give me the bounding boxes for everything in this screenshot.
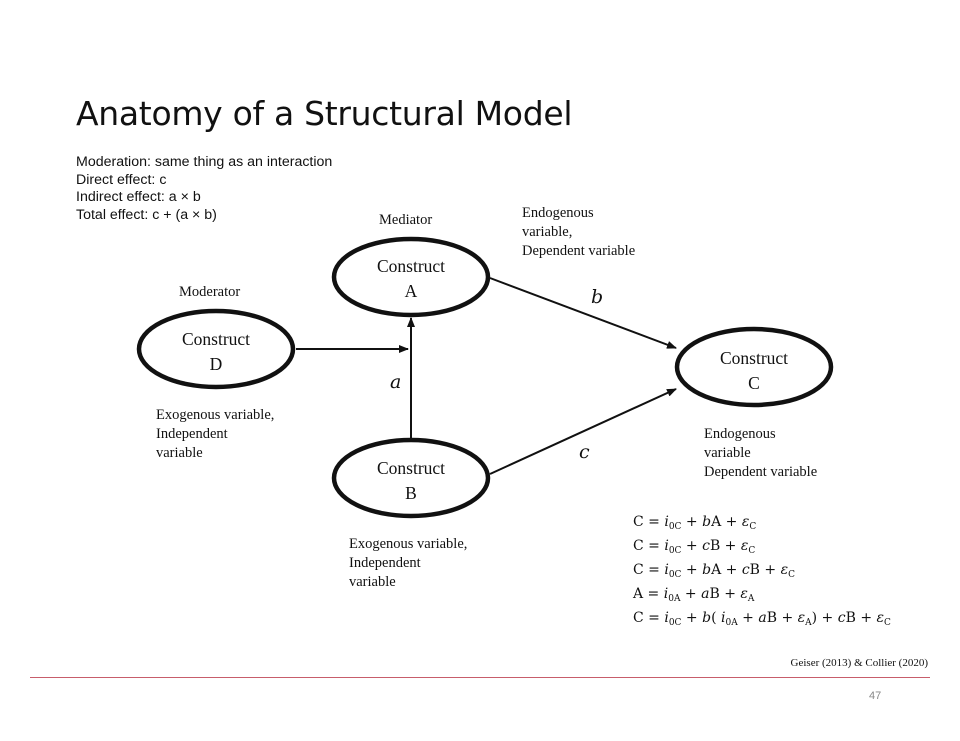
endogenous-c-label: Endogenous variable Dependent variable xyxy=(704,425,817,482)
equation-4: A = i0A + aB + εA xyxy=(633,586,755,604)
construct-c-node: Construct C xyxy=(674,326,834,408)
construct-a-node: Construct A xyxy=(331,236,491,318)
edge-label-c: c xyxy=(579,441,590,463)
exogenous-d-label: Exogenous variable, Independent variable xyxy=(156,406,274,463)
construct-b-line2: B xyxy=(405,483,417,503)
exogenous-b-line1: Exogenous variable, xyxy=(349,536,468,552)
footer-divider xyxy=(30,677,930,678)
equation-3: C = i0C + bA + cB + εC xyxy=(633,562,795,580)
note-total-effect: Total effect: c + (a × b) xyxy=(76,206,217,223)
equation-1: C = i0C + bA + εC xyxy=(633,514,757,532)
note-moderation: Moderation: same thing as an interaction xyxy=(76,154,333,170)
endogenous-top-line1: Endogenous xyxy=(522,205,594,221)
construct-b-line1: Construct xyxy=(377,458,445,478)
construct-a-line1: Construct xyxy=(377,256,445,276)
arrow-b-to-c xyxy=(489,388,677,475)
moderator-label: Moderator xyxy=(179,284,241,300)
note-indirect-effect: Indirect effect: a × b xyxy=(76,189,201,206)
endogenous-top-line3: Dependent variable xyxy=(522,243,636,259)
exogenous-b-line3: variable xyxy=(349,574,396,590)
endogenous-top-line2: variable, xyxy=(522,224,573,240)
arrow-a-to-c xyxy=(489,277,677,349)
construct-a-line2: A xyxy=(405,281,418,301)
mediator-label: Mediator xyxy=(379,212,433,228)
construct-d-node: Construct D xyxy=(136,308,296,390)
construct-c-line2: C xyxy=(748,373,760,393)
edge-label-a: a xyxy=(390,371,402,393)
page-number: 47 xyxy=(869,690,882,702)
exogenous-b-label: Exogenous variable, Independent variable xyxy=(349,535,467,592)
edge-label-b: b xyxy=(591,286,604,308)
endogenous-c-line3: Dependent variable xyxy=(704,464,818,480)
notes-list: Moderation: same thing as an interaction… xyxy=(76,154,332,224)
endogenous-c-line1: Endogenous xyxy=(704,426,776,442)
equation-5: C = i0C + b( i0A + aB + εA) + cB + εC xyxy=(633,610,891,628)
equation-2: C = i0C + cB + εC xyxy=(633,538,756,556)
exogenous-d-line2: Independent xyxy=(156,426,228,442)
exogenous-b-line2: Independent xyxy=(349,555,421,571)
citation: Geiser (2013) & Collier (2020) xyxy=(790,657,928,669)
exogenous-d-line3: variable xyxy=(156,445,203,461)
endogenous-c-line2: variable xyxy=(704,445,751,461)
endogenous-top-label: Endogenous variable, Dependent variable xyxy=(522,204,635,261)
page-title: Anatomy of a Structural Model xyxy=(76,94,573,133)
construct-d-line1: Construct xyxy=(182,329,250,349)
exogenous-d-line1: Exogenous variable, xyxy=(156,407,275,423)
note-direct-effect: Direct effect: c xyxy=(76,171,167,188)
construct-d-line2: D xyxy=(210,354,223,374)
construct-c-line1: Construct xyxy=(720,348,788,368)
construct-b-node: Construct B xyxy=(331,437,491,519)
